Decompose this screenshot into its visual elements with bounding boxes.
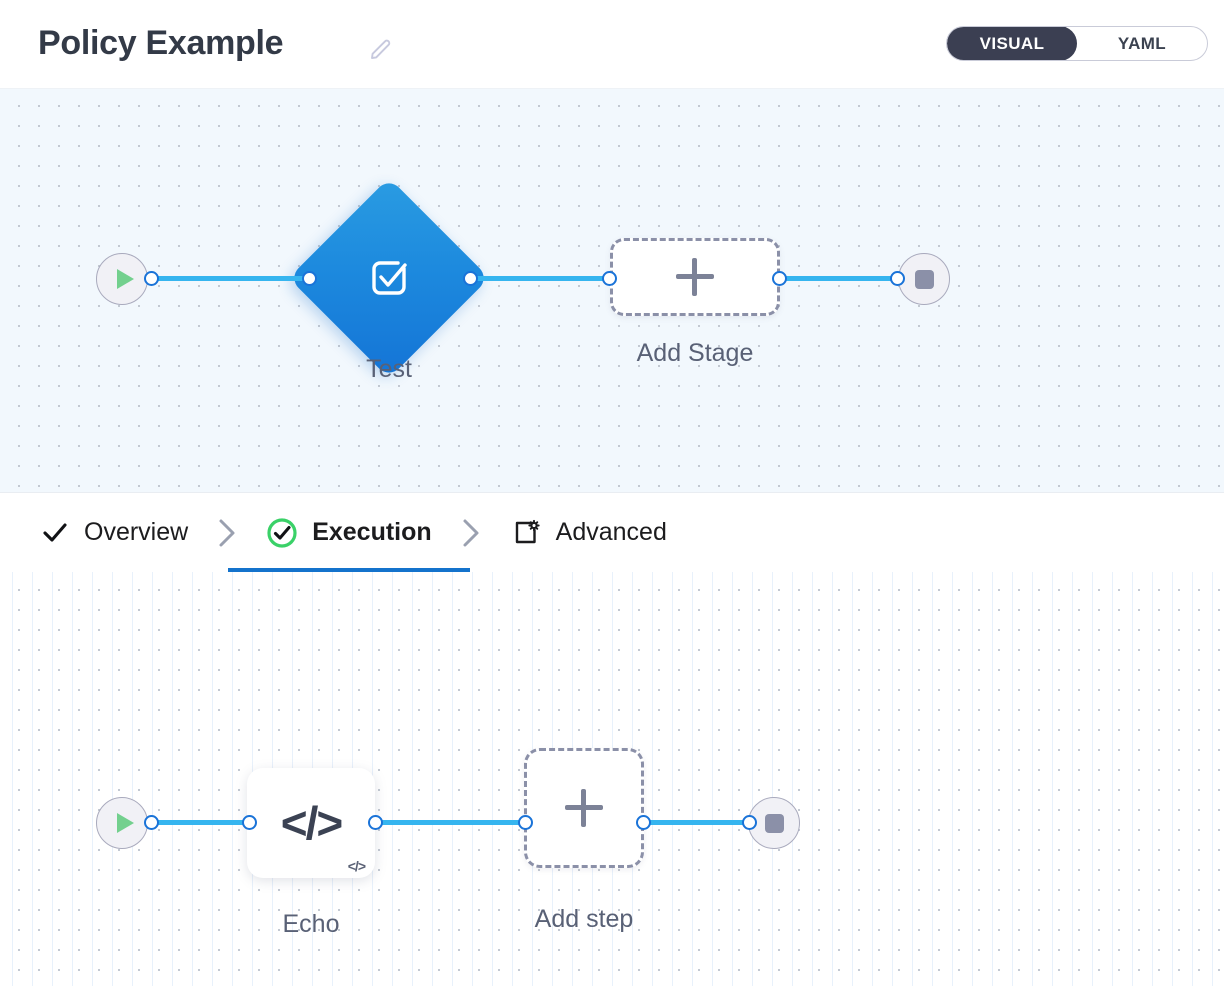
play-icon (116, 813, 134, 833)
edge-addstep-to-end (642, 820, 754, 825)
edge-start-to-echo (150, 820, 252, 825)
port-addstep-in[interactable] (518, 815, 533, 830)
port-step-start-out[interactable] (144, 815, 159, 830)
edge-echo-to-addstep (372, 820, 532, 825)
edge-test-to-addstage (468, 276, 614, 281)
code-icon: </> (280, 797, 343, 849)
detail-tabs: Overview Execution Advanced (0, 492, 1224, 573)
port-end-in[interactable] (890, 271, 905, 286)
add-step-label: Add step (534, 905, 634, 933)
tab-execution[interactable]: Execution (228, 493, 471, 573)
port-test-in[interactable] (302, 271, 317, 286)
plus-icon (676, 258, 714, 296)
tab-overview[interactable]: Overview (40, 493, 188, 573)
stage-label-test: Test (366, 355, 412, 383)
port-addstep-out[interactable] (636, 815, 651, 830)
edge-addstage-to-end (778, 276, 902, 281)
tab-overview-label: Overview (84, 518, 189, 546)
step-node-echo[interactable]: </> </> (247, 768, 375, 878)
step-start-node[interactable] (96, 797, 148, 849)
port-step-end-in[interactable] (742, 815, 757, 830)
square-gear-icon (510, 517, 542, 549)
page-header: Policy Example VISUAL YAML (0, 0, 1224, 88)
mode-toggle-yaml[interactable]: YAML (1077, 27, 1207, 60)
stop-icon (764, 813, 784, 833)
pencil-icon[interactable] (366, 36, 394, 64)
edge-start-to-test (150, 276, 312, 281)
check-badge-icon (372, 261, 407, 295)
port-echo-in[interactable] (242, 815, 257, 830)
port-test-out[interactable] (463, 271, 478, 286)
tab-advanced[interactable]: Advanced (510, 493, 667, 573)
port-addstage-out[interactable] (772, 271, 787, 286)
mode-toggle[interactable]: VISUAL YAML (946, 26, 1208, 61)
port-addstage-in[interactable] (602, 271, 617, 286)
chevron-right-icon-2 (432, 517, 510, 549)
page-title: Policy Example (38, 24, 284, 62)
add-stage-button[interactable] (610, 238, 780, 316)
check-circle-icon (266, 517, 298, 549)
tab-execution-label: Execution (312, 518, 432, 546)
mode-toggle-visual[interactable]: VISUAL (947, 27, 1077, 60)
stage-diamond[interactable] (288, 177, 490, 379)
stage-end-node[interactable] (898, 253, 950, 305)
stop-icon (914, 269, 934, 289)
stage-canvas[interactable]: Test Add Stage (0, 88, 1224, 492)
tab-advanced-label: Advanced (555, 518, 667, 546)
play-icon (116, 269, 134, 289)
chevron-right-icon (188, 517, 266, 549)
step-canvas[interactable]: </> </> Echo Add step (0, 572, 1224, 986)
check-icon (40, 518, 70, 548)
stage-node-test[interactable] (288, 177, 490, 379)
code-badge-icon: </> (347, 858, 366, 874)
add-stage-label: Add Stage (636, 339, 754, 367)
port-echo-out[interactable] (368, 815, 383, 830)
port-start-out[interactable] (144, 271, 159, 286)
step-label-echo: Echo (282, 910, 340, 938)
stage-start-node[interactable] (96, 253, 148, 305)
add-step-button[interactable] (524, 748, 644, 868)
plus-icon (565, 789, 603, 827)
